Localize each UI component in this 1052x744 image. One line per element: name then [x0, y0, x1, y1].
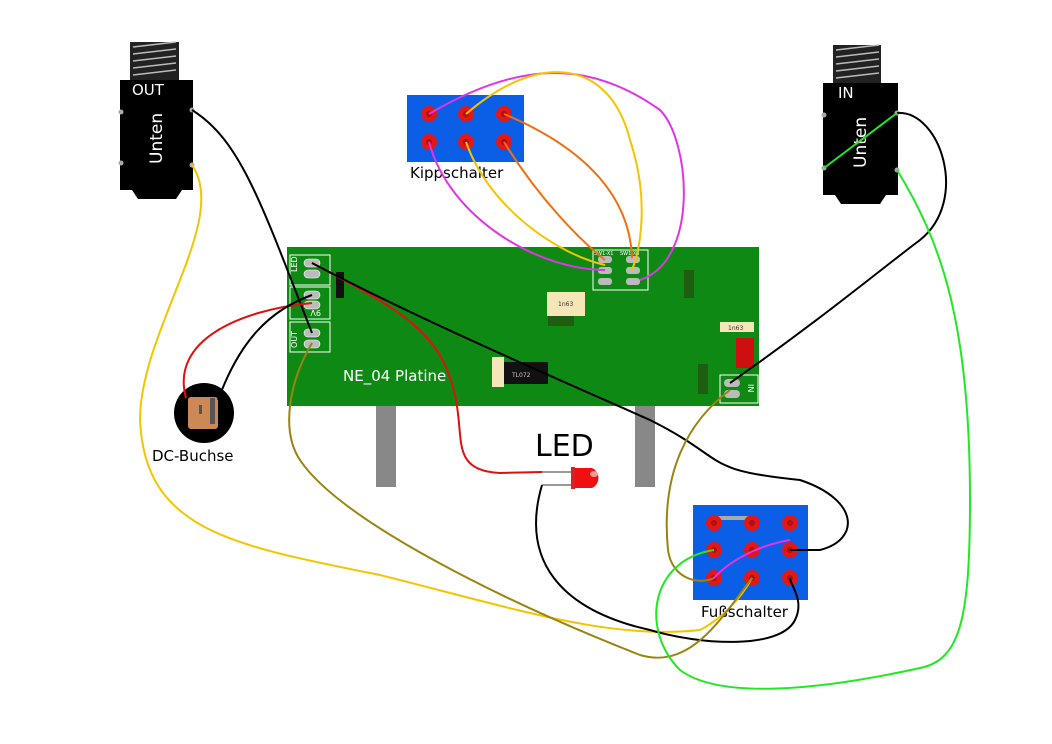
wire-magenta-footswitch: [713, 539, 791, 579]
wires: [138, 71, 972, 690]
header-out-label: OUT: [290, 331, 299, 348]
footswitch: Fußschalter: [693, 505, 808, 621]
out-jack-label: OUT: [132, 81, 165, 99]
wire-black-led: [535, 484, 800, 643]
dc-jack: DC-Buchse: [152, 383, 234, 465]
sw-header-label-left: SW1-X1: [594, 251, 613, 257]
wire-black-out: [191, 109, 313, 334]
wire-yellow-2: [465, 141, 606, 266]
wire-black-board: [311, 262, 849, 551]
board-support-right: [635, 400, 655, 487]
toggle-switch-label: Kippschalter: [410, 164, 504, 182]
out-jack: OUT Unten: [118, 41, 195, 199]
cap-label-1: 1n63: [558, 301, 573, 308]
board-label: NE_04 Platine: [343, 367, 446, 386]
header-9v-label: 9V: [310, 308, 321, 317]
wire-yellow-out: [138, 164, 753, 633]
wire-black-dc: [217, 294, 313, 401]
sw-header-label-right: SW1-X3: [620, 251, 639, 257]
wire-black-in: [729, 111, 947, 384]
wire-olive-in: [665, 389, 731, 582]
cap-label-2: 1n63: [728, 325, 743, 332]
header-in-label: IN: [746, 384, 755, 392]
dc-jack-label: DC-Buchse: [152, 447, 234, 465]
wire-red-led: [311, 262, 543, 475]
footswitch-label: Fußschalter: [701, 603, 789, 621]
in-jack-label: IN: [838, 84, 854, 102]
toggle-switch: Kippschalter: [407, 95, 524, 182]
wire-orange-1: [503, 113, 633, 259]
led: LED: [535, 429, 599, 489]
wire-green-in: [823, 112, 898, 169]
in-jack-side-label: Unten: [851, 117, 871, 168]
wire-magenta-2: [428, 141, 606, 271]
header-led-label: LED: [290, 256, 299, 272]
wire-green-footswitch: [655, 169, 972, 690]
wire-orange-2: [503, 141, 606, 261]
in-jack: IN Unten: [821, 44, 900, 204]
board-support-left: [376, 400, 396, 487]
out-jack-side-label: Unten: [147, 113, 167, 164]
wire-olive-out: [288, 342, 753, 659]
wire-yellow-1: [465, 71, 643, 271]
pcb-board: LED 9V OUT SW1-X1 SW1-X3 1n63: [287, 247, 759, 406]
wire-magenta-1: [428, 72, 685, 281]
ic-label: TL072: [511, 372, 531, 379]
led-label: LED: [535, 429, 594, 464]
